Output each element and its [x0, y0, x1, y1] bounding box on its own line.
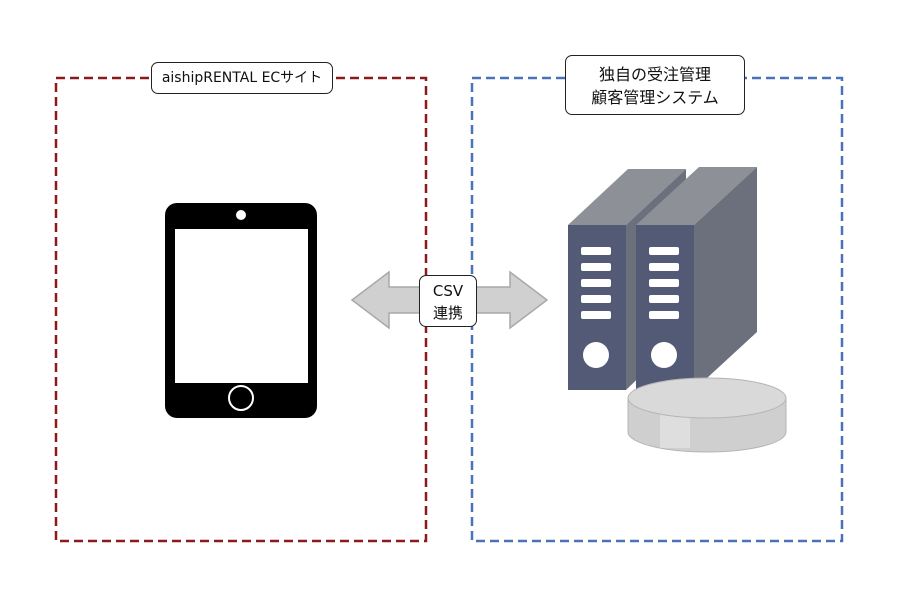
server-icon [568, 167, 757, 390]
ec-site-title: aishipRENTAL ECサイト [161, 70, 323, 86]
csv-label-line2: 連携 [432, 304, 463, 322]
system-title-line2: 顧客管理システム [591, 88, 719, 107]
smartphone-icon [165, 203, 317, 418]
system-title-line1: 独自の受注管理 [598, 65, 711, 84]
csv-link-label: CSV 連携 [419, 275, 477, 327]
csv-label-line1: CSV [432, 282, 464, 300]
system-title-label: 独自の受注管理 顧客管理システム [565, 55, 745, 115]
database-disk-icon [627, 377, 787, 453]
ec-site-title-label: aishipRENTAL ECサイト [151, 62, 333, 94]
